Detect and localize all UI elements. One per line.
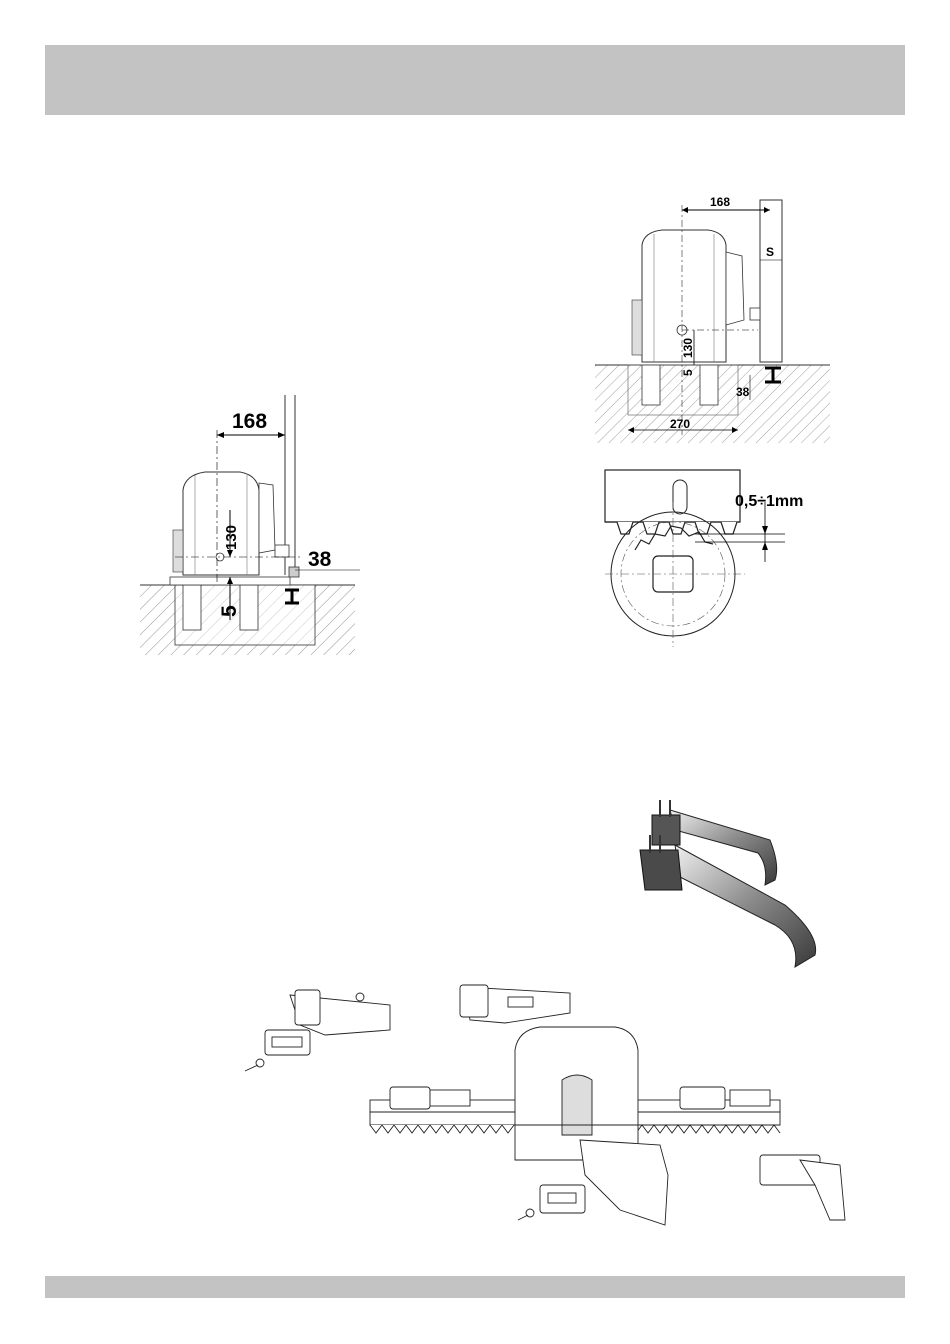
dim-38-label: 38: [308, 548, 332, 571]
footer-bar: [45, 1276, 905, 1298]
clearance-label: 0,5÷1mm: [735, 493, 803, 510]
header-bar: [45, 45, 905, 115]
dim-130-label-small: 130: [681, 338, 695, 358]
motor-side-diagram: 168 130 38 5: [135, 385, 365, 660]
motor-foundation-diagram: 168 S 130 5 38 270: [590, 190, 835, 450]
dim-s-label: S: [766, 245, 774, 259]
assembly-diagram: [240, 975, 850, 1225]
dim-168-label-small: 168: [710, 195, 730, 209]
bracket-photo: [630, 795, 830, 985]
dim-5-label: 5: [218, 605, 241, 617]
dim-38-label-small: 38: [736, 385, 750, 399]
rack-gear-diagram: 0,5÷1mm: [595, 462, 835, 652]
dim-5-label-small: 5: [681, 369, 695, 376]
dim-130-label: 130: [223, 525, 240, 550]
dim-270-label: 270: [670, 417, 690, 431]
dim-168-label: 168: [232, 410, 267, 433]
